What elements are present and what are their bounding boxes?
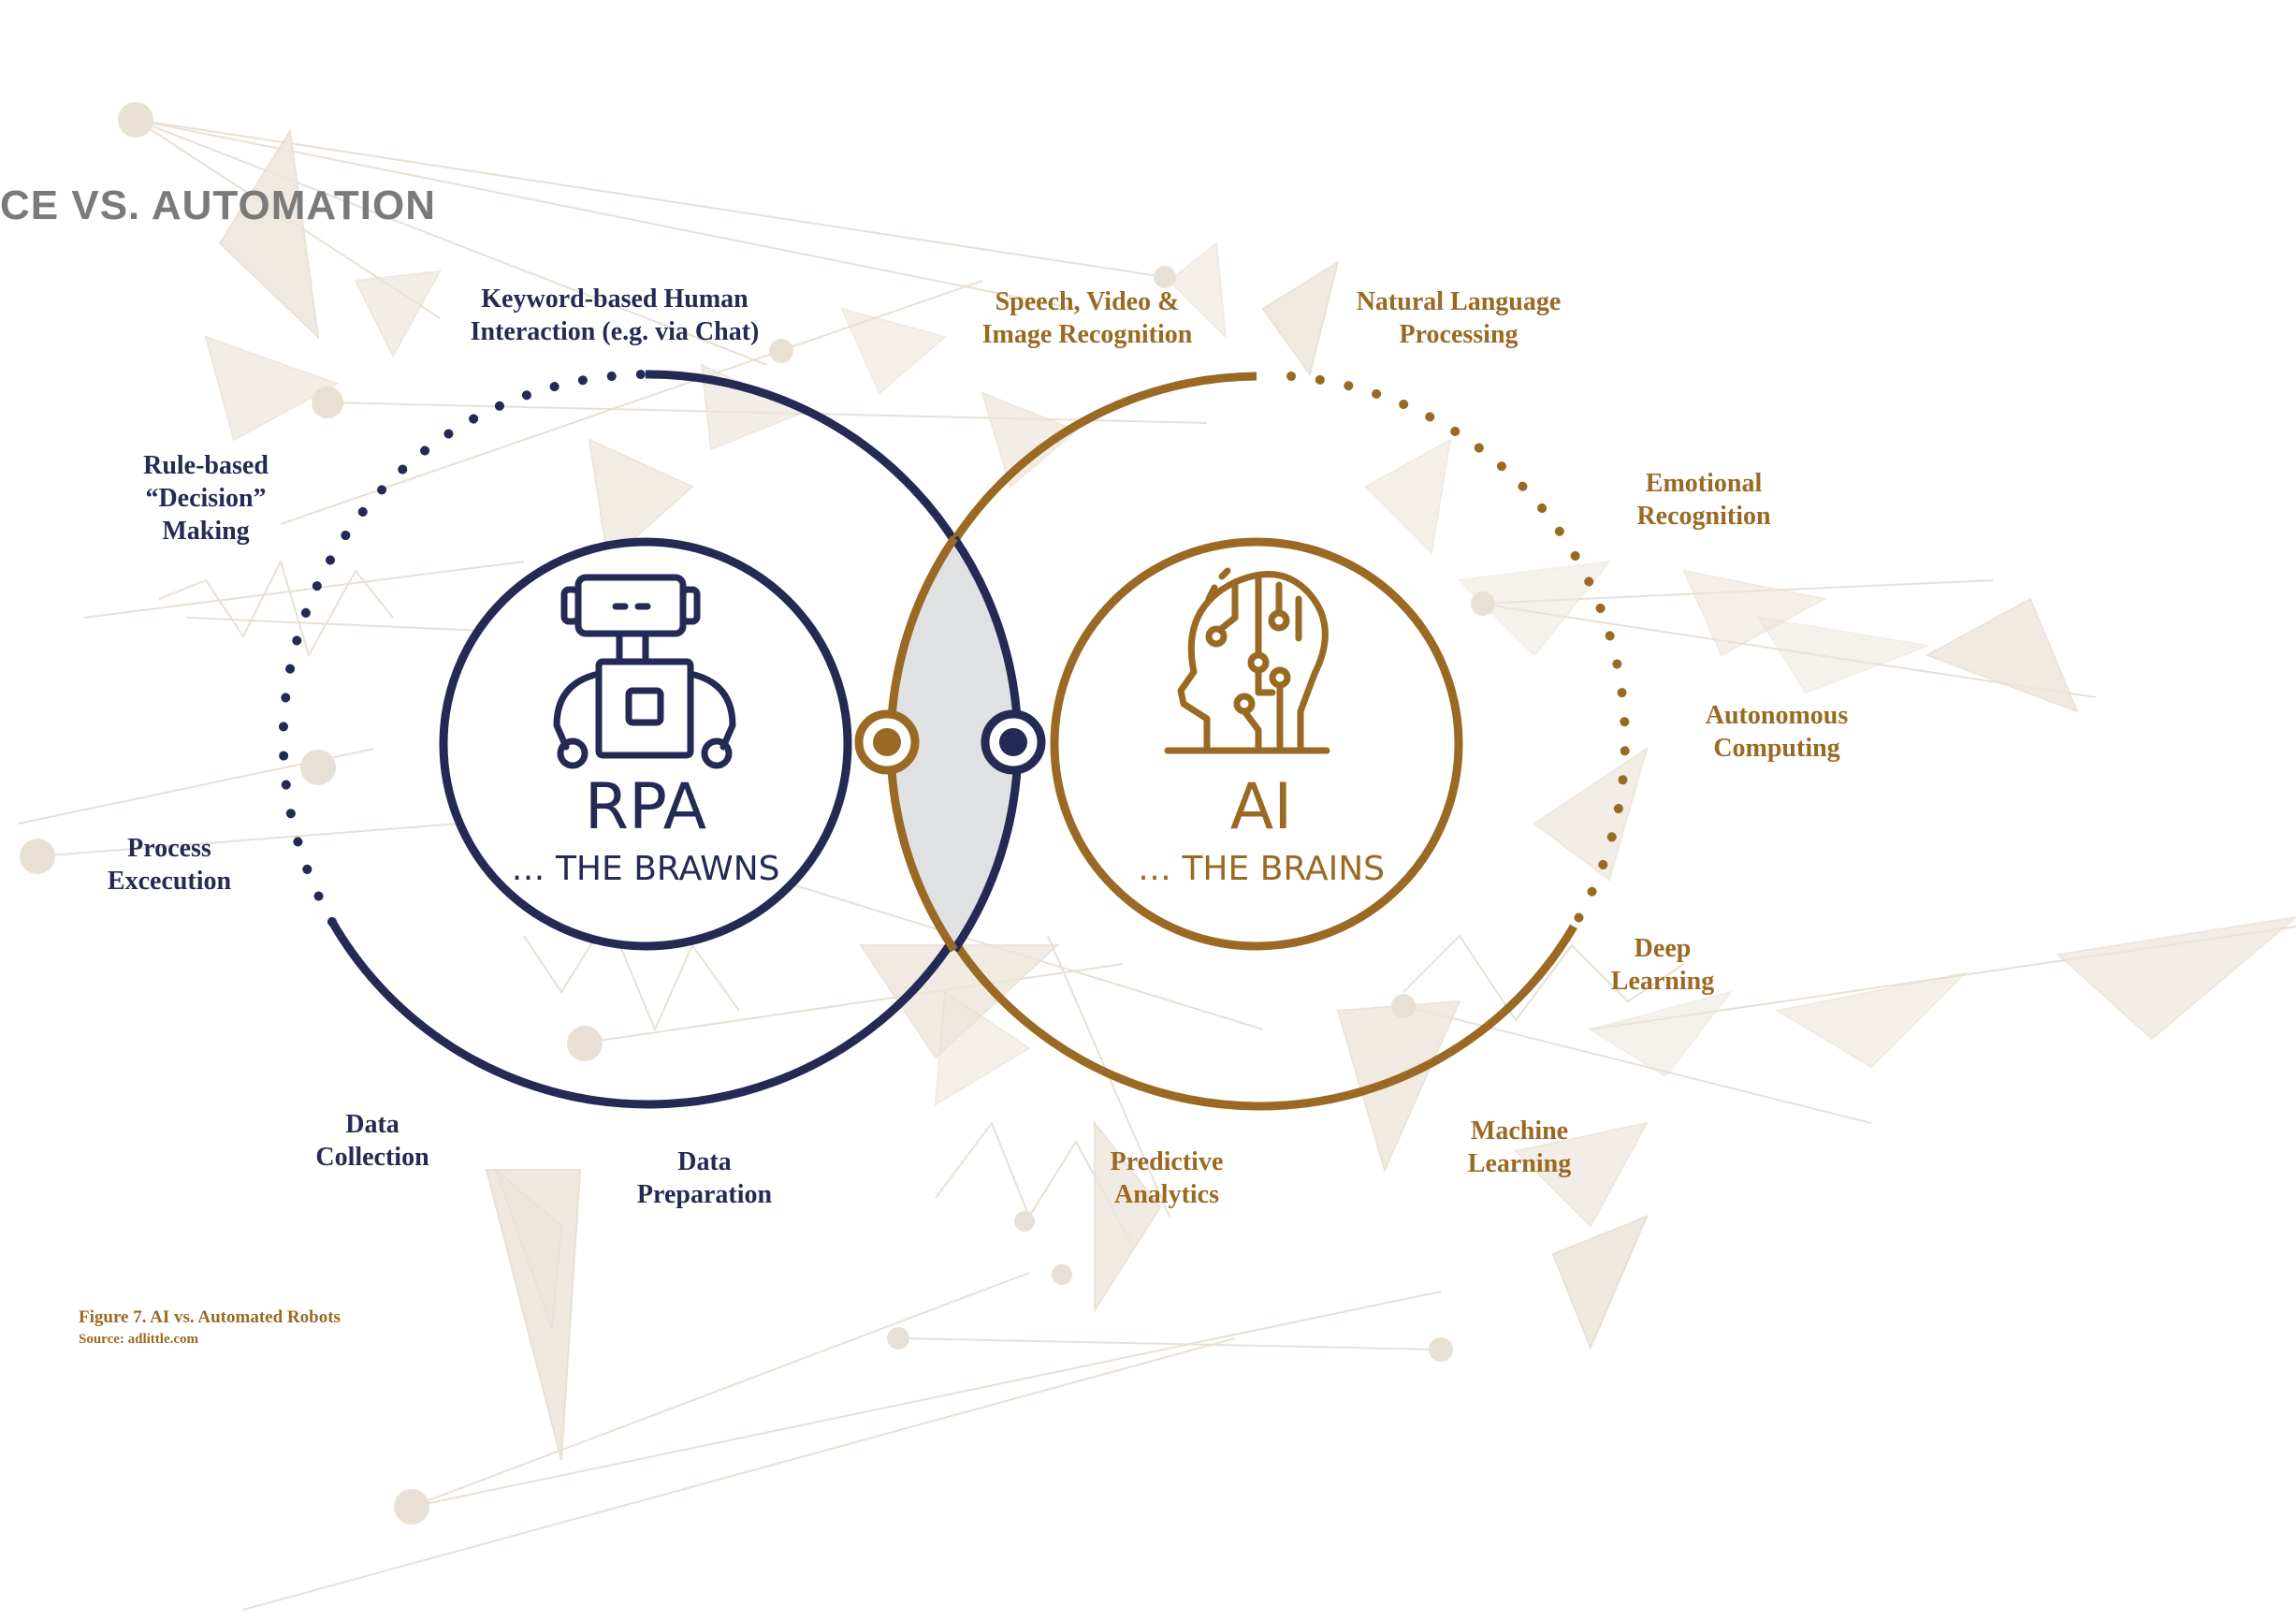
- feature-nlp-line1: Natural Language: [1357, 287, 1562, 316]
- feature-data-preparation-line2: Preparation: [637, 1180, 773, 1209]
- feature-data-collection-line2: Collection: [315, 1143, 429, 1172]
- feature-predictive-analytics-line2: Analytics: [1114, 1180, 1219, 1209]
- feature-rule-based-line2: “Decision”: [145, 484, 266, 513]
- feature-deep-learning-line2: Learning: [1611, 967, 1714, 996]
- rpa-inner-circle: [439, 537, 852, 951]
- feature-autonomous-computing-line1: Autonomous: [1706, 701, 1849, 730]
- feature-data-preparation-line1: Data: [677, 1147, 732, 1176]
- background-network: [18, 102, 2296, 1611]
- feature-keyword-interaction-line1: Keyword-based Human: [481, 285, 748, 314]
- figure-caption: Figure 7. AI vs. Automated Robots: [79, 1307, 341, 1327]
- head-circuit-icon: [1164, 567, 1330, 754]
- feature-rule-based-line3: Making: [162, 517, 249, 546]
- feature-process-execution-line1: Process: [127, 834, 211, 863]
- rpa-feature-labels: Keyword-based Human Interaction (e.g. vi…: [108, 285, 773, 1209]
- feature-nlp-line2: Processing: [1399, 320, 1518, 349]
- page-title: CE VS. AUTOMATION: [0, 182, 436, 228]
- feature-machine-learning-line2: Learning: [1468, 1149, 1571, 1178]
- ai-label: AI: [1230, 770, 1293, 844]
- feature-emotional-recognition-line1: Emotional: [1646, 469, 1763, 498]
- feature-deep-learning-line1: Deep: [1635, 934, 1692, 963]
- rpa-sublabel: … THE BRAWNS: [512, 850, 780, 888]
- feature-data-collection-line1: Data: [345, 1110, 400, 1139]
- feature-process-execution-line2: Excecution: [108, 867, 232, 896]
- robot-icon: [553, 574, 736, 769]
- feature-autonomous-computing-line2: Computing: [1713, 734, 1839, 763]
- gold-connector-node: [854, 709, 920, 775]
- overlap-region: [891, 538, 1018, 950]
- feature-keyword-interaction-line2: Interaction (e.g. via Chat): [471, 317, 760, 346]
- navy-connector-node: [981, 709, 1046, 775]
- feature-speech-recognition-line2: Image Recognition: [982, 320, 1193, 349]
- feature-rule-based-line1: Rule-based: [143, 451, 269, 480]
- feature-speech-recognition-line1: Speech, Video &: [995, 287, 1180, 316]
- feature-emotional-recognition-line2: Recognition: [1636, 502, 1771, 531]
- ai-feature-labels: Speech, Video & Image Recognition Natura…: [982, 287, 1849, 1209]
- figure-source: Source: adlittle.com: [79, 1332, 199, 1347]
- ai-sublabel: … THE BRAINS: [1138, 850, 1385, 888]
- feature-predictive-analytics-line1: Predictive: [1111, 1147, 1224, 1176]
- feature-machine-learning-line1: Machine: [1471, 1116, 1568, 1146]
- rpa-label: RPA: [585, 770, 706, 844]
